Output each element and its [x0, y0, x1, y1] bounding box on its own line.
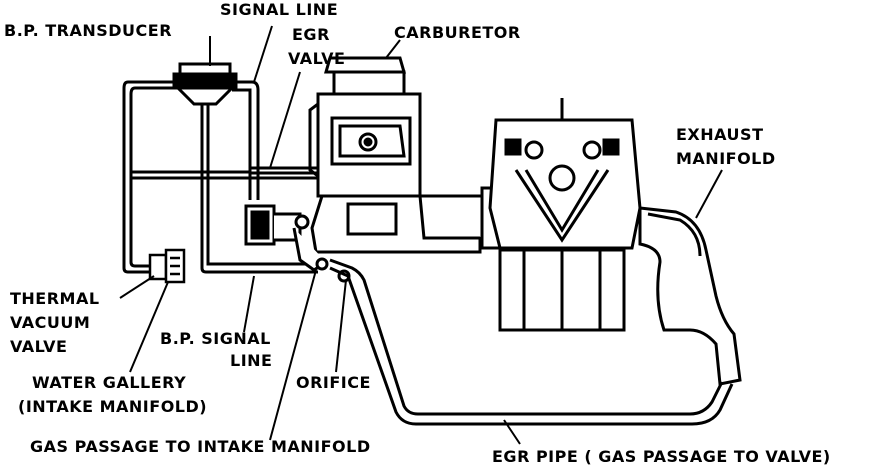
exhaust-manifold [638, 206, 742, 386]
signal-line [232, 80, 260, 200]
labels: B.P. TRANSDUCER SIGNAL LINE EGR VALVE CA… [4, 0, 831, 466]
label-water-gallery-line2: (INTAKE MANIFOLD) [18, 397, 207, 416]
bp-transducer [172, 62, 318, 274]
label-bp-signal-line-line2: LINE [230, 351, 272, 370]
label-orifice: ORIFICE [296, 373, 371, 392]
intake-manifold [310, 186, 502, 254]
egr-pipe [329, 258, 734, 426]
orifice [292, 227, 351, 283]
label-egr-valve-line2: VALVE [288, 49, 345, 68]
vacuum-hose-loop [122, 80, 250, 274]
label-exhaust-manifold-line1: EXHAUST [676, 125, 763, 144]
label-water-gallery-line1: WATER GALLERY [32, 373, 186, 392]
egr-valve [244, 204, 310, 246]
label-signal-line-top: SIGNAL LINE [220, 0, 338, 19]
label-egr-pipe: EGR PIPE ( GAS PASSAGE TO VALVE) [492, 447, 831, 466]
label-thermal-vacuum-valve-line3: VALVE [10, 337, 67, 356]
label-thermal-vacuum-valve-line2: VACUUM [10, 313, 90, 332]
label-carburetor: CARBURETOR [394, 23, 521, 42]
leader-lines [119, 25, 723, 445]
thermal-vacuum-valve [148, 248, 186, 284]
carburetor [308, 56, 422, 198]
label-bp-transducer: B.P. TRANSDUCER [4, 21, 172, 40]
label-exhaust-manifold-line2: MANIFOLD [676, 149, 776, 168]
label-bp-signal-line-line1: B.P. SIGNAL [160, 329, 271, 348]
label-egr-valve-line1: EGR [292, 25, 330, 44]
engine-block [488, 98, 642, 332]
label-thermal-vacuum-valve-line1: THERMAL [10, 289, 100, 308]
label-gas-passage: GAS PASSAGE TO INTAKE MANIFOLD [30, 437, 371, 456]
